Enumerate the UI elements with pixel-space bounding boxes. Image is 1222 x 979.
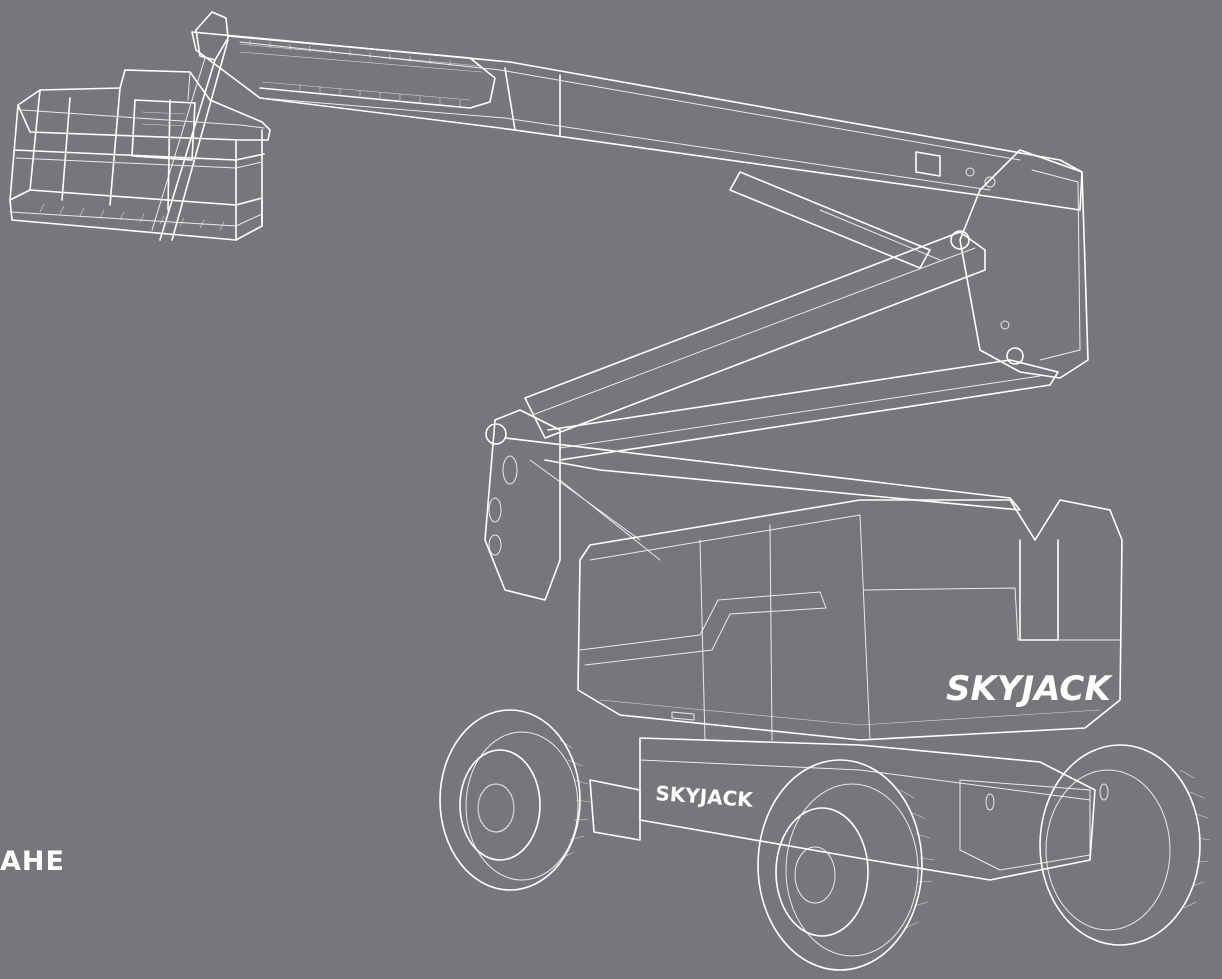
- turntable-body: [577, 499, 1123, 741]
- boom-cylinder: [729, 171, 941, 269]
- cropped-title-text: AHE: [0, 846, 65, 877]
- upper-boom: [191, 31, 1083, 211]
- body-brand-logo: SKYJACK: [946, 669, 1113, 709]
- riser-knuckle: [915, 149, 1089, 379]
- turntable-link: [484, 409, 1021, 601]
- rear-left-wheel: [757, 759, 935, 971]
- platform-basket: [9, 69, 271, 241]
- chassis-brand-logo: SKYJACK: [655, 781, 755, 812]
- jib-assembly: [151, 11, 229, 241]
- chassis: [589, 737, 1109, 881]
- rear-right-wheel: [1039, 744, 1211, 946]
- front-left-wheel: [439, 709, 591, 891]
- lower-boom: [524, 231, 1059, 461]
